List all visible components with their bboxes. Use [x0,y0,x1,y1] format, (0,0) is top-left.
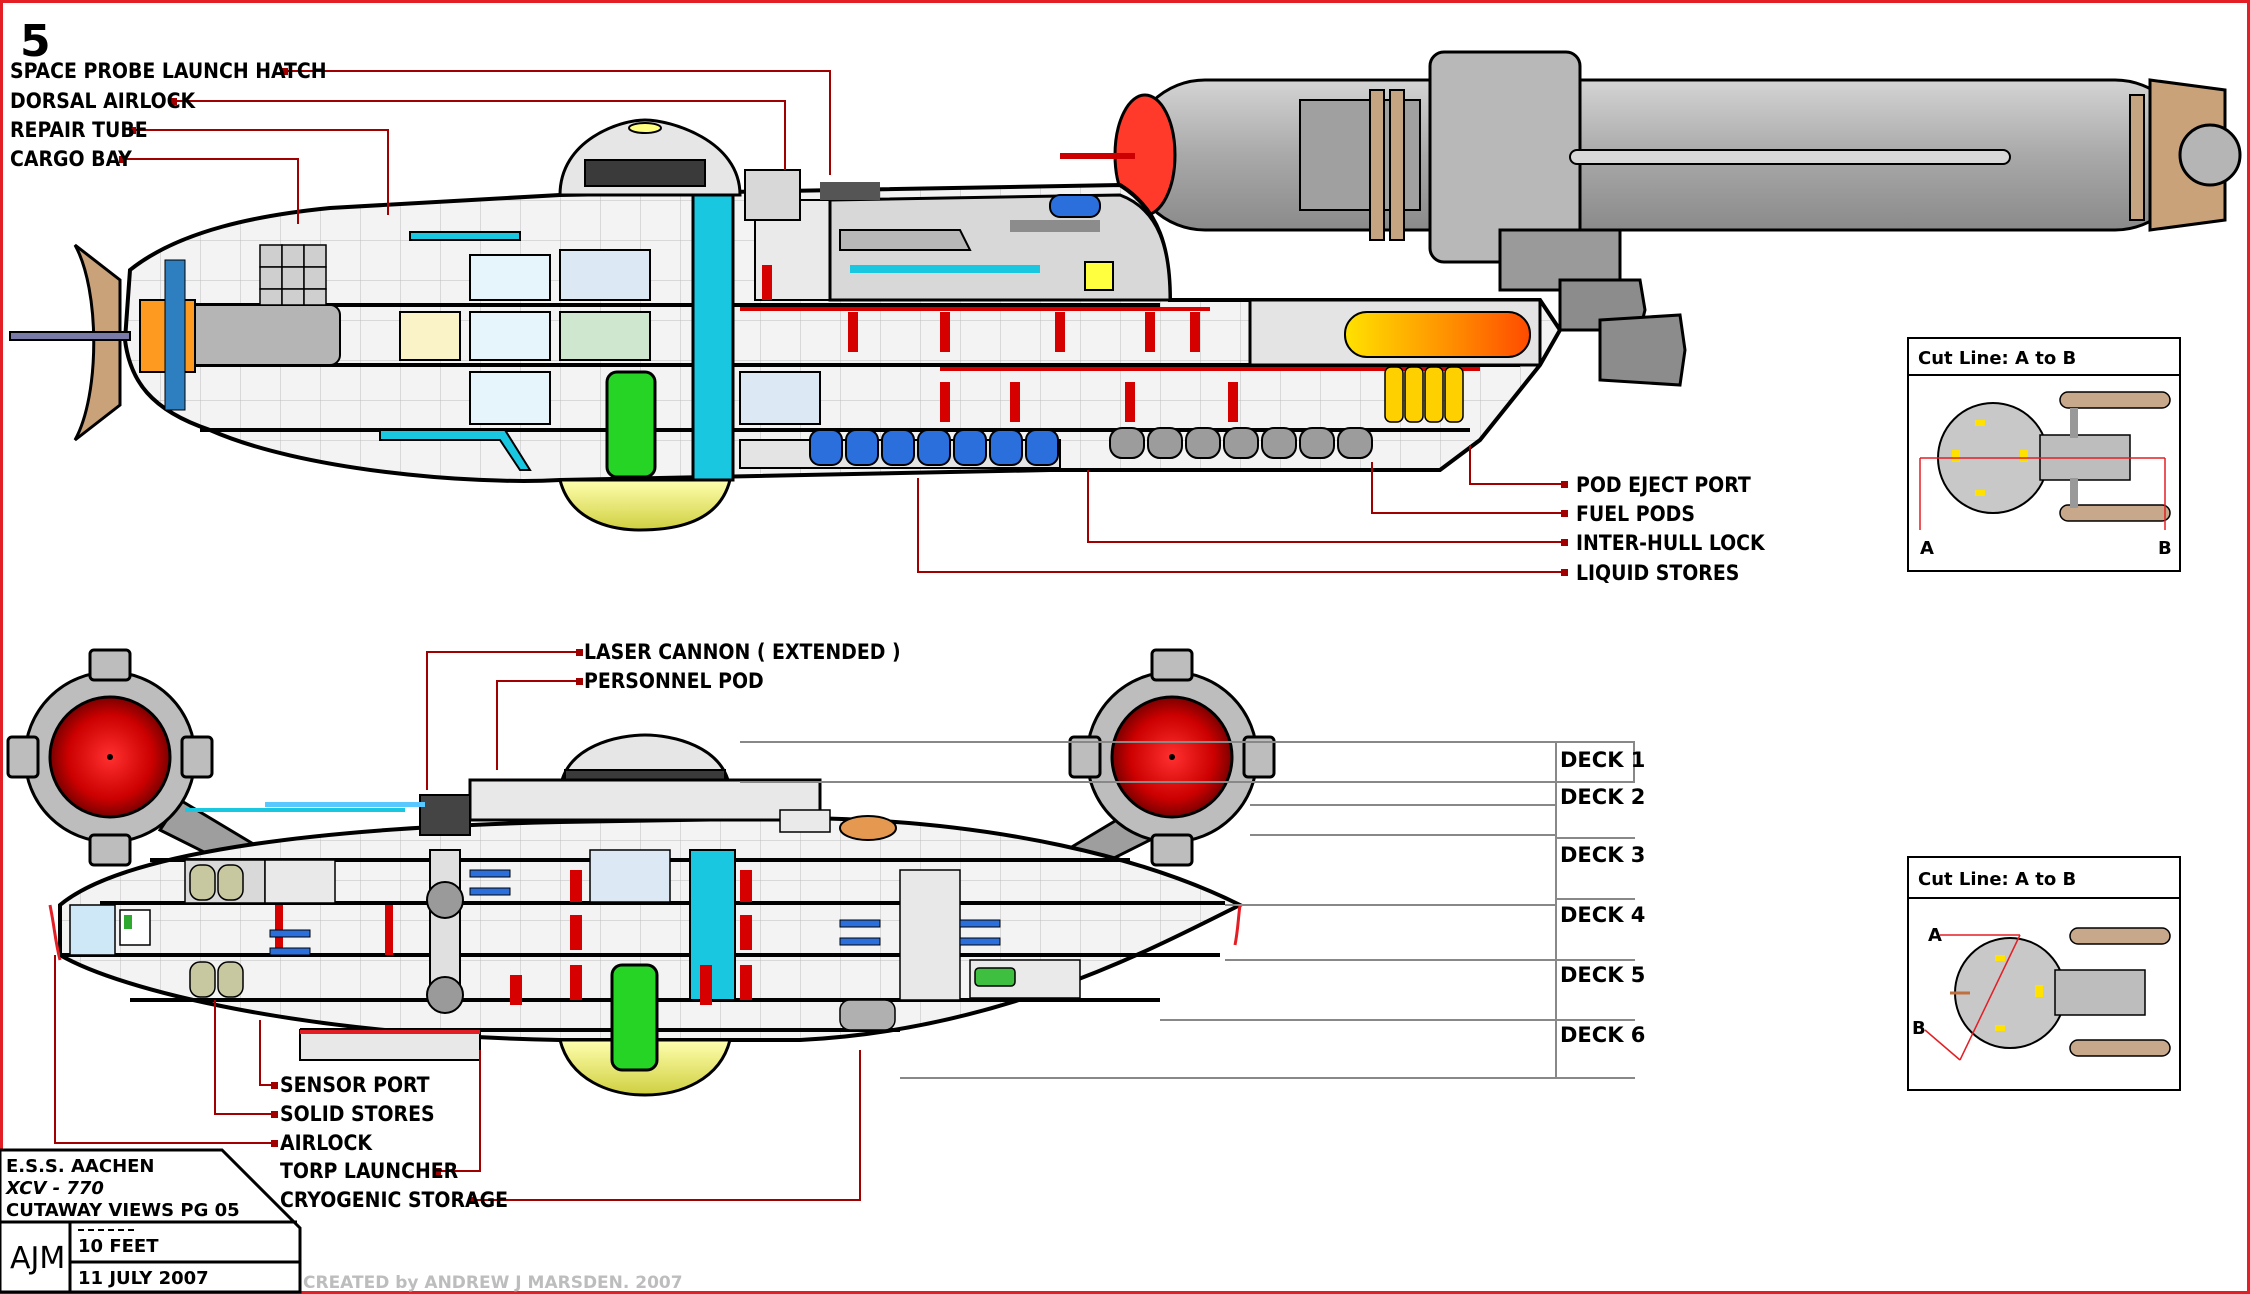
deck-4-label: DECK 4 [1560,903,1645,927]
label-cryogenic-storage: CRYOGENIC STORAGE [280,1188,508,1212]
label-dorsal-airlock: DORSAL AIRLOCK [10,89,197,113]
deck-6-label: DECK 6 [1560,1023,1645,1047]
label-inter-hull-lock: INTER-HULL LOCK [1576,531,1766,555]
label-torp-launcher: TORP LAUNCHER [280,1159,459,1183]
deck-1-label: DECK 1 [1560,748,1645,772]
title-block: E.S.S. AACHEN XCV - 770 CUTAWAY VIEWS PG… [0,1148,302,1294]
sheet-title: CUTAWAY VIEWS PG 05 [6,1200,240,1221]
label-sensor-port: SENSOR PORT [280,1073,430,1097]
deck-table: DECK 1 DECK 2 DECK 3 DECK 4 DECK 5 DECK … [740,741,1645,1079]
front-cutaway-view [6,648,1276,1097]
cut-line-box-1: Cut Line: A to B A B [1907,337,2181,572]
label-personnel-pod: PERSONNEL POD [584,669,764,693]
mini-ship-top-view-2 [1950,927,2171,1057]
deck-3-label: DECK 3 [1560,843,1645,867]
cut-line-2-point-a: A [1928,925,1942,946]
reactor-column [605,370,657,479]
left-nacelle-reactor [6,648,214,867]
bow-deflector [73,243,122,442]
side-view-leaders [121,70,1565,573]
cut-line-1-point-a: A [1920,538,1934,559]
logo-ajm: AJM [10,1241,65,1276]
engine-core [1344,311,1531,358]
label-liquid-stores: LIQUID STORES [1576,561,1739,585]
drawing-date: 11 JULY 2007 [78,1268,209,1289]
label-laser-cannon: LASER CANNON ( EXTENDED ) [584,640,901,664]
warp-nacelle [1060,50,2242,292]
label-solid-stores: SOLID STORES [280,1102,435,1126]
page-number: 5 [20,16,51,67]
deck-2-label: DECK 2 [1560,785,1645,809]
ship-name: E.S.S. AACHEN [6,1156,155,1177]
label-pod-eject-port: POD EJECT PORT [1576,473,1751,497]
cut-line-2-title: Cut Line: A to B [1918,869,2076,890]
label-cargo-bay: CARGO BAY [10,147,132,171]
ship-registry: XCV - 770 [5,1178,104,1199]
cut-line-2-point-b: B [1912,1018,1926,1039]
ventral-sensor-dome [558,478,732,532]
cut-line-1-point-b: B [2158,538,2172,559]
turbolift-shaft [691,193,735,482]
credit-line: CREATED by ANDREW J MARSDEN. 2007 [303,1273,683,1293]
side-cutaway-view [9,50,2242,532]
scale-label: 10 FEET [78,1236,159,1257]
label-fuel-pods: FUEL PODS [1576,502,1695,526]
front-view-leaders [54,651,861,1201]
label-repair-tube: REPAIR TUBE [10,118,148,142]
cut-line-box-2: Cut Line: A to B A B [1907,856,2181,1091]
cut-line-1-title: Cut Line: A to B [1918,348,2076,369]
label-space-probe-launch-hatch: SPACE PROBE LAUNCH HATCH [10,59,327,83]
label-airlock: AIRLOCK [280,1131,373,1155]
right-nacelle-reactor [1068,648,1276,867]
impulse-thrusters [1558,278,1687,387]
deck-5-label: DECK 5 [1560,963,1645,987]
